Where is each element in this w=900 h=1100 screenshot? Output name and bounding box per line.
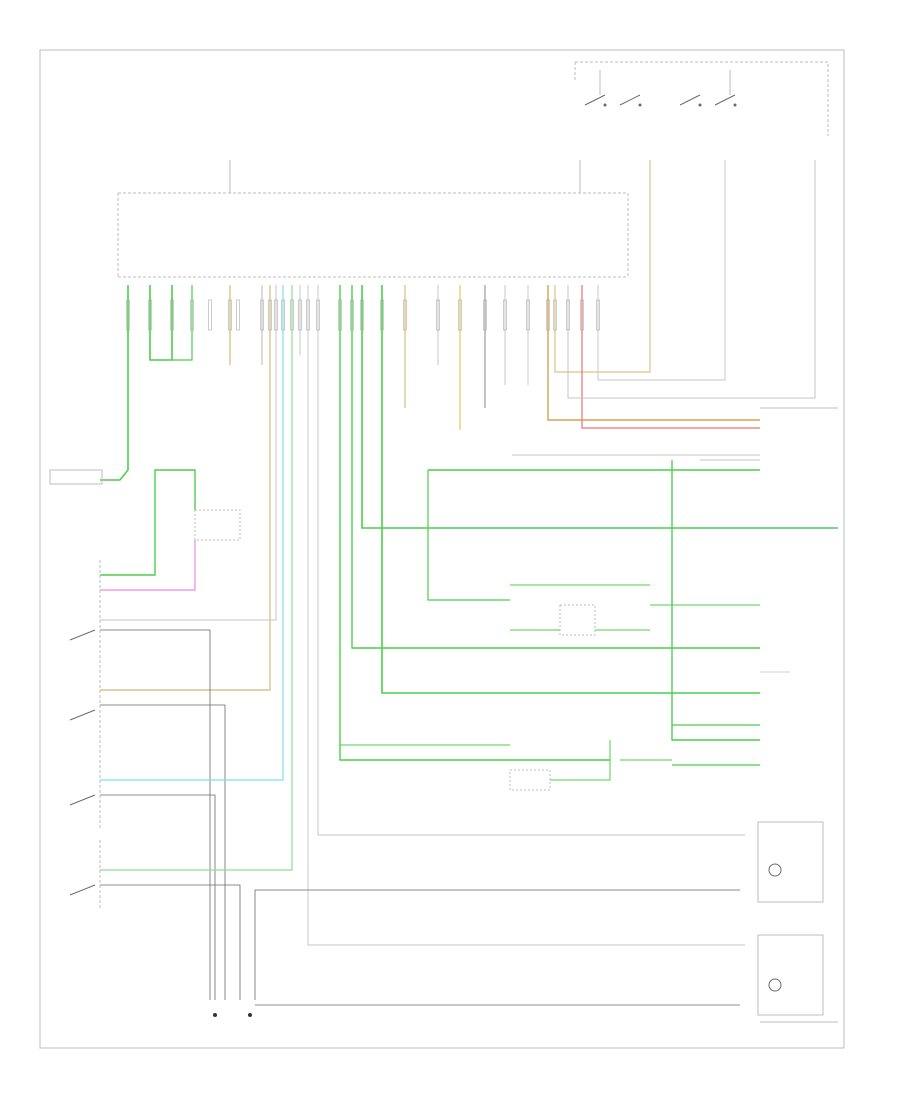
wire-green-6 <box>100 285 293 871</box>
wire-gray-9 <box>567 160 816 399</box>
wire-gray-5 <box>307 285 745 946</box>
connector-pin-8 <box>260 299 264 331</box>
connector-pin-12 <box>290 299 294 331</box>
module-box-left <box>49 469 103 485</box>
wire-dark-2 <box>100 704 226 1000</box>
left-switch-boxes <box>49 469 103 910</box>
connector-pin-14 <box>306 299 310 331</box>
connector-pin-9 <box>268 299 272 331</box>
wire-green-17 <box>671 460 760 741</box>
connector-pin-24 <box>503 299 507 331</box>
connector-pin-17 <box>350 299 354 331</box>
connector-pin-21 <box>436 299 440 331</box>
wire-green-1 <box>100 285 129 481</box>
ground-symbol <box>213 1013 252 1017</box>
connector-pin-30 <box>596 299 600 331</box>
wire-green-12 <box>427 470 510 601</box>
connector-pin-7 <box>236 299 240 331</box>
connector-pin-10 <box>274 299 278 331</box>
center-box-2 <box>559 604 596 636</box>
center-box-3 <box>509 769 551 791</box>
wire-dark-4 <box>100 884 241 1000</box>
wire-cyan-1 <box>100 285 284 781</box>
connector-pin-4 <box>190 299 194 331</box>
connector-pin-28 <box>566 299 570 331</box>
wire-red-1 <box>581 285 760 429</box>
connector-pin-1 <box>126 299 130 331</box>
wire-green-4 <box>168 469 196 510</box>
lamp-box-upper <box>757 821 824 903</box>
connector-pin-5 <box>208 299 212 331</box>
wire-green-9 <box>361 285 838 529</box>
lamp-box-lower <box>757 934 824 1016</box>
connector-pin-6 <box>228 299 232 331</box>
right-lamp-boxes <box>757 407 838 1023</box>
main-module-box <box>117 160 629 278</box>
wire-dark-5 <box>254 889 740 1000</box>
wire-green-5 <box>100 469 168 576</box>
wire-gray-4 <box>317 285 745 836</box>
connector-pin-27 <box>553 299 557 331</box>
wire-green-20 <box>550 740 611 781</box>
top-switch-box <box>574 61 829 136</box>
wire-green-2 <box>149 285 173 361</box>
wire-gray-10 <box>597 160 726 381</box>
connector-pin-29 <box>580 299 584 331</box>
wire-tan-4 <box>554 160 651 373</box>
wire-dark-1 <box>100 629 211 1000</box>
wire-green-10 <box>381 285 760 694</box>
wires <box>100 160 838 1006</box>
connector-pin-20 <box>403 299 407 331</box>
wire-gray-2 <box>100 285 277 621</box>
connector-pin-19 <box>380 299 384 331</box>
lamp-lower <box>768 978 782 992</box>
wire-green-3 <box>172 285 193 361</box>
wire-green-8 <box>351 285 760 649</box>
connector-pin-25 <box>526 299 530 331</box>
diagram-frame <box>39 49 845 1049</box>
connector-pin-15 <box>316 299 320 331</box>
wire-pink-1 <box>100 540 196 591</box>
connector-pin-23 <box>483 299 487 331</box>
connector-pin-22 <box>458 299 462 331</box>
center-boxes <box>194 509 596 791</box>
connector-pin-16 <box>338 299 342 331</box>
wire-orange-1 <box>547 285 760 421</box>
connector-pin-13 <box>298 299 302 331</box>
connector-pin-2 <box>148 299 152 331</box>
connector-pin-26 <box>546 299 550 331</box>
connector-pin-18 <box>360 299 364 331</box>
center-box-1 <box>194 509 241 541</box>
wire-tan-2 <box>100 285 271 691</box>
connector-pin-11 <box>281 299 285 331</box>
wire-green-7 <box>339 285 610 761</box>
wire-dark-3 <box>100 794 216 1000</box>
connector-pin-3 <box>170 299 174 331</box>
lamp-upper <box>768 863 782 877</box>
